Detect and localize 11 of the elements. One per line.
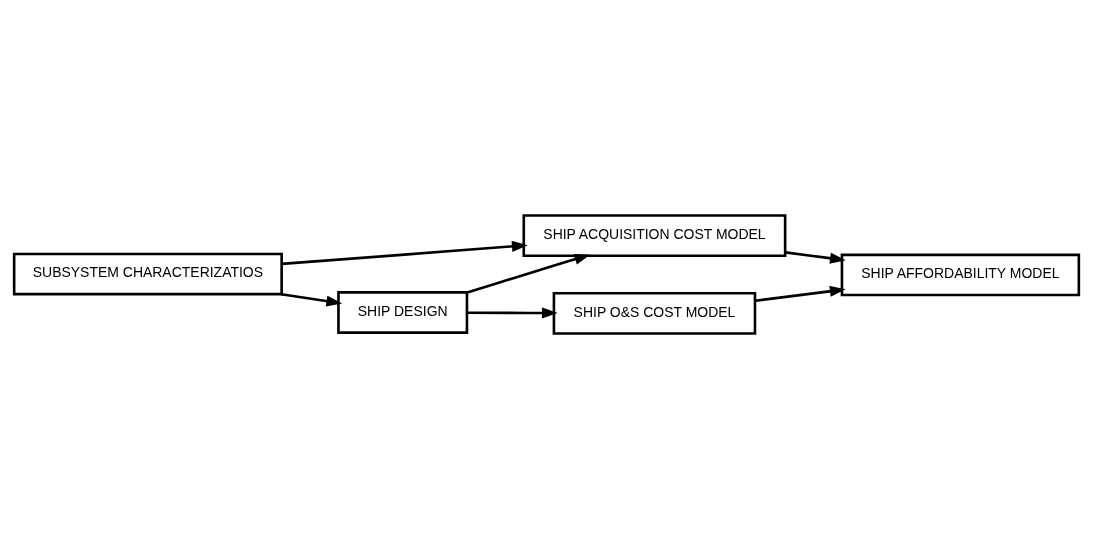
arrow bbox=[755, 285, 846, 302]
arrow bbox=[281, 292, 343, 307]
node-box: SHIP O&S COST MODEL bbox=[552, 291, 757, 335]
node-box: SHIP ACQUISITION COST MODEL bbox=[522, 213, 787, 257]
node-box: SHIP DESIGN bbox=[337, 290, 469, 334]
arrow bbox=[785, 250, 846, 264]
arrow bbox=[281, 240, 528, 265]
arrow bbox=[466, 253, 591, 294]
node-box: SHIP AFFORDABILITY MODEL bbox=[840, 253, 1081, 296]
node-box: SUBSYSTEM CHARACTERIZATIOS bbox=[12, 252, 283, 295]
arrow bbox=[467, 307, 558, 319]
